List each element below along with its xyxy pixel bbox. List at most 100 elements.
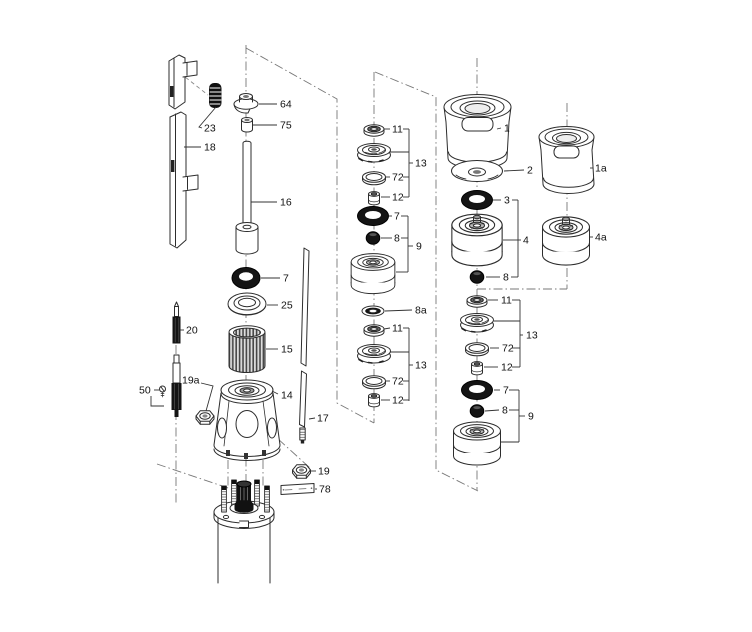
callout-label-17: 17 [317,413,329,425]
part-chamber-4 [451,213,503,267]
diagram-line [150,396,164,407]
part-chamber-right [453,421,501,466]
callout-label-4: 4 [523,235,529,247]
callout-label-7: 7 [394,211,400,223]
callout-label-25: 25 [281,300,293,312]
callout-label-72: 72 [502,343,514,355]
part-bushing-8-mid [365,231,381,245]
diagram-line [265,427,311,469]
part-chamber-4a [541,216,591,266]
part-ring-8a [361,305,385,317]
part-ring-11-mid-1 [363,124,385,137]
callout-leader [503,169,525,172]
callout-label-13: 13 [526,330,538,342]
callout-label-72: 72 [392,376,404,388]
part-suction-interconnector-14 [213,379,281,461]
callout-label-3: 3 [504,195,510,207]
callout-label-4a: 4a [595,232,607,244]
callout-leader [484,409,500,412]
diagram-line [245,47,375,424]
part-chamber-mid [350,253,396,295]
part-nut-19a [195,410,215,425]
callout-label-19a: 19a [182,375,200,387]
callout-label-2: 2 [527,165,533,177]
part-screw-50 [159,385,166,398]
part-nut-19 [292,464,311,479]
callout-label-8: 8 [394,233,400,245]
callout-leader [200,382,214,412]
callout-label-7: 7 [283,273,289,285]
callout-label-7: 7 [503,385,509,397]
callout-leader [496,127,502,130]
part-impeller-mid-2 [356,343,392,364]
callout-leader [384,309,413,312]
part-seal-72-mid-1 [362,171,386,186]
callout-label-72: 72 [392,172,404,184]
callout-leader [198,106,217,129]
callout-label-19: 19 [318,466,330,478]
diagram-line [374,71,479,492]
part-neck-ring-25 [227,292,267,316]
part-valve-casing-1a [538,126,595,194]
part-motor [213,479,275,584]
callout-label-9: 9 [528,411,534,423]
callout-label-11: 11 [501,295,512,307]
callout-label-8a: 8a [415,305,427,317]
callout-label-12: 12 [392,395,404,407]
part-bushing-75 [241,117,253,133]
part-bushing-12-right [471,361,483,376]
callout-label-14: 14 [281,390,293,402]
part-chamber-4a-hub [562,216,570,225]
part-inducer-64 [233,93,259,114]
callout-label-13: 13 [415,158,427,170]
callout-label-20: 20 [186,325,198,337]
callout-label-16: 16 [280,197,292,209]
part-oring-3 [461,190,493,210]
callout-label-18: 18 [204,142,216,154]
part-shaft-20 [171,301,182,417]
part-bushing-12-mid-2 [368,393,380,408]
callout-label-9: 9 [416,241,422,253]
part-valve-cup-2 [451,160,503,182]
part-seal-72-right [465,342,489,357]
callout-label-12: 12 [501,362,513,374]
diagram-line [179,72,209,96]
part-bushing-8-right-2 [469,404,485,418]
callout-leader [383,327,391,330]
part-shaft-16 [235,140,259,255]
callout-label-11: 11 [392,124,403,136]
callout-label-8: 8 [502,405,508,417]
callout-label-15: 15 [281,344,293,356]
part-oring-7-left [231,267,261,289]
callout-label-23: 23 [204,123,216,135]
callout-label-50: 50 [139,385,151,397]
part-cable-guard-lower [169,111,199,249]
callout-labels: 23186475167251514205019a1978171113721278… [139,99,607,496]
part-strainer-15 [228,325,266,373]
part-spring-23 [209,83,222,108]
callout-label-1a: 1a [595,163,607,175]
part-chamber-4-hub [473,214,481,223]
callout-leader [308,417,316,420]
part-seal-72-mid-2 [362,375,386,390]
callout-label-12: 12 [392,192,404,204]
callout-label-1: 1 [504,123,510,135]
part-strap-17 [299,247,310,444]
callout-label-75: 75 [280,120,292,132]
part-oring-7-right [461,380,493,400]
callout-label-78: 78 [319,484,331,496]
callout-label-64: 64 [280,99,292,111]
part-ring-11-right [466,295,488,308]
callout-label-11: 11 [392,323,403,335]
callout-label-8: 8 [503,272,509,284]
part-cable-guard-upper [168,54,198,110]
callout-leader [271,390,279,395]
part-oring-7-mid [357,206,389,226]
part-impeller-right [459,312,495,333]
callout-label-13: 13 [415,360,427,372]
part-bushing-12-mid-1 [368,191,380,206]
part-nameplate-78 [280,483,315,495]
part-valve-casing-1 [443,94,512,169]
